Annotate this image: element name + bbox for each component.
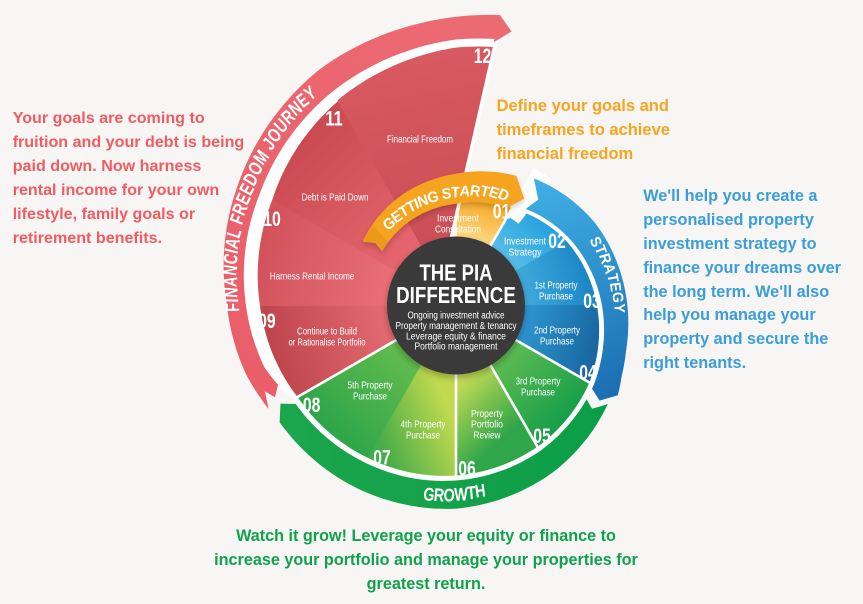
- svg-text:Review: Review: [474, 430, 501, 441]
- svg-text:Purchase: Purchase: [540, 337, 574, 348]
- svg-text:Property: Property: [471, 409, 504, 420]
- svg-text:A: A: [219, 275, 242, 288]
- svg-text:T: T: [603, 272, 621, 283]
- svg-text:10: 10: [263, 208, 281, 231]
- svg-text:F: F: [222, 303, 244, 312]
- svg-text:03: 03: [583, 290, 601, 313]
- svg-text:Investment: Investment: [504, 237, 546, 248]
- svg-text:Purchase: Purchase: [521, 388, 555, 399]
- svg-text:Ongoing investment advice: Ongoing investment advice: [408, 311, 505, 322]
- svg-text:G: G: [609, 292, 626, 304]
- svg-text:R: R: [469, 183, 482, 201]
- svg-text:06: 06: [458, 458, 476, 481]
- svg-text:H: H: [474, 481, 487, 502]
- svg-text:DIFFERENCE: DIFFERENCE: [396, 282, 516, 308]
- svg-text:02: 02: [548, 230, 566, 253]
- svg-text:G: G: [422, 484, 436, 505]
- svg-text:T: T: [451, 185, 460, 201]
- svg-text:I: I: [221, 298, 243, 302]
- svg-text:Strategy: Strategy: [509, 248, 543, 259]
- svg-text:T: T: [466, 483, 476, 504]
- svg-text:Y: Y: [610, 303, 627, 313]
- svg-text:Harness Rental Income: Harness Rental Income: [270, 272, 355, 283]
- svg-text:I: I: [221, 247, 243, 256]
- svg-text:R: R: [433, 485, 445, 506]
- svg-text:07: 07: [373, 447, 391, 470]
- svg-text:Debt is Paid Down: Debt is Paid Down: [302, 193, 369, 204]
- svg-text:Purchase: Purchase: [406, 431, 440, 442]
- svg-text:3rd Property: 3rd Property: [516, 377, 562, 388]
- svg-text:Purchase: Purchase: [539, 292, 573, 303]
- svg-text:I: I: [412, 196, 422, 213]
- svg-text:4th Property: 4th Property: [401, 420, 447, 431]
- svg-text:N: N: [220, 287, 242, 299]
- svg-text:C: C: [219, 252, 242, 266]
- svg-text:Purchase: Purchase: [353, 392, 387, 403]
- svg-text:Investment: Investment: [437, 214, 479, 225]
- svg-text:E: E: [606, 281, 623, 293]
- svg-text:O: O: [443, 486, 455, 506]
- svg-text:N: N: [416, 192, 431, 211]
- svg-text:Financial Freedom: Financial Freedom: [387, 135, 453, 146]
- svg-text:Continue to Build: Continue to Build: [297, 327, 357, 338]
- svg-text:Portfolio management: Portfolio management: [415, 342, 498, 353]
- svg-text:5th Property: 5th Property: [348, 381, 394, 392]
- svg-text:A: A: [459, 184, 471, 201]
- svg-text:N: N: [219, 263, 242, 277]
- svg-text:2nd Property: 2nd Property: [534, 326, 581, 337]
- svg-text:or Rationalise Portfolio: or Rationalise Portfolio: [289, 338, 366, 349]
- svg-text:12: 12: [474, 45, 492, 68]
- svg-text:THE PIA: THE PIA: [419, 260, 492, 286]
- svg-text:1st Property: 1st Property: [535, 281, 579, 292]
- svg-text:A: A: [600, 262, 618, 276]
- svg-text:08: 08: [303, 394, 321, 417]
- svg-text:S: S: [441, 186, 452, 203]
- svg-text:Property management & tenancy: Property management & tenancy: [396, 321, 517, 332]
- svg-text:Portfolio: Portfolio: [471, 420, 503, 431]
- svg-text:01: 01: [493, 201, 511, 224]
- svg-text:11: 11: [325, 108, 343, 131]
- svg-text:05: 05: [533, 425, 551, 448]
- svg-text:W: W: [454, 485, 468, 505]
- svg-text:G: G: [426, 189, 440, 207]
- svg-text:Leverage equity & finance: Leverage equity & finance: [406, 331, 506, 342]
- svg-text:Consultation: Consultation: [435, 225, 481, 236]
- svg-text:09: 09: [258, 310, 276, 333]
- svg-text:04: 04: [579, 362, 597, 385]
- svg-text:T: T: [478, 183, 491, 201]
